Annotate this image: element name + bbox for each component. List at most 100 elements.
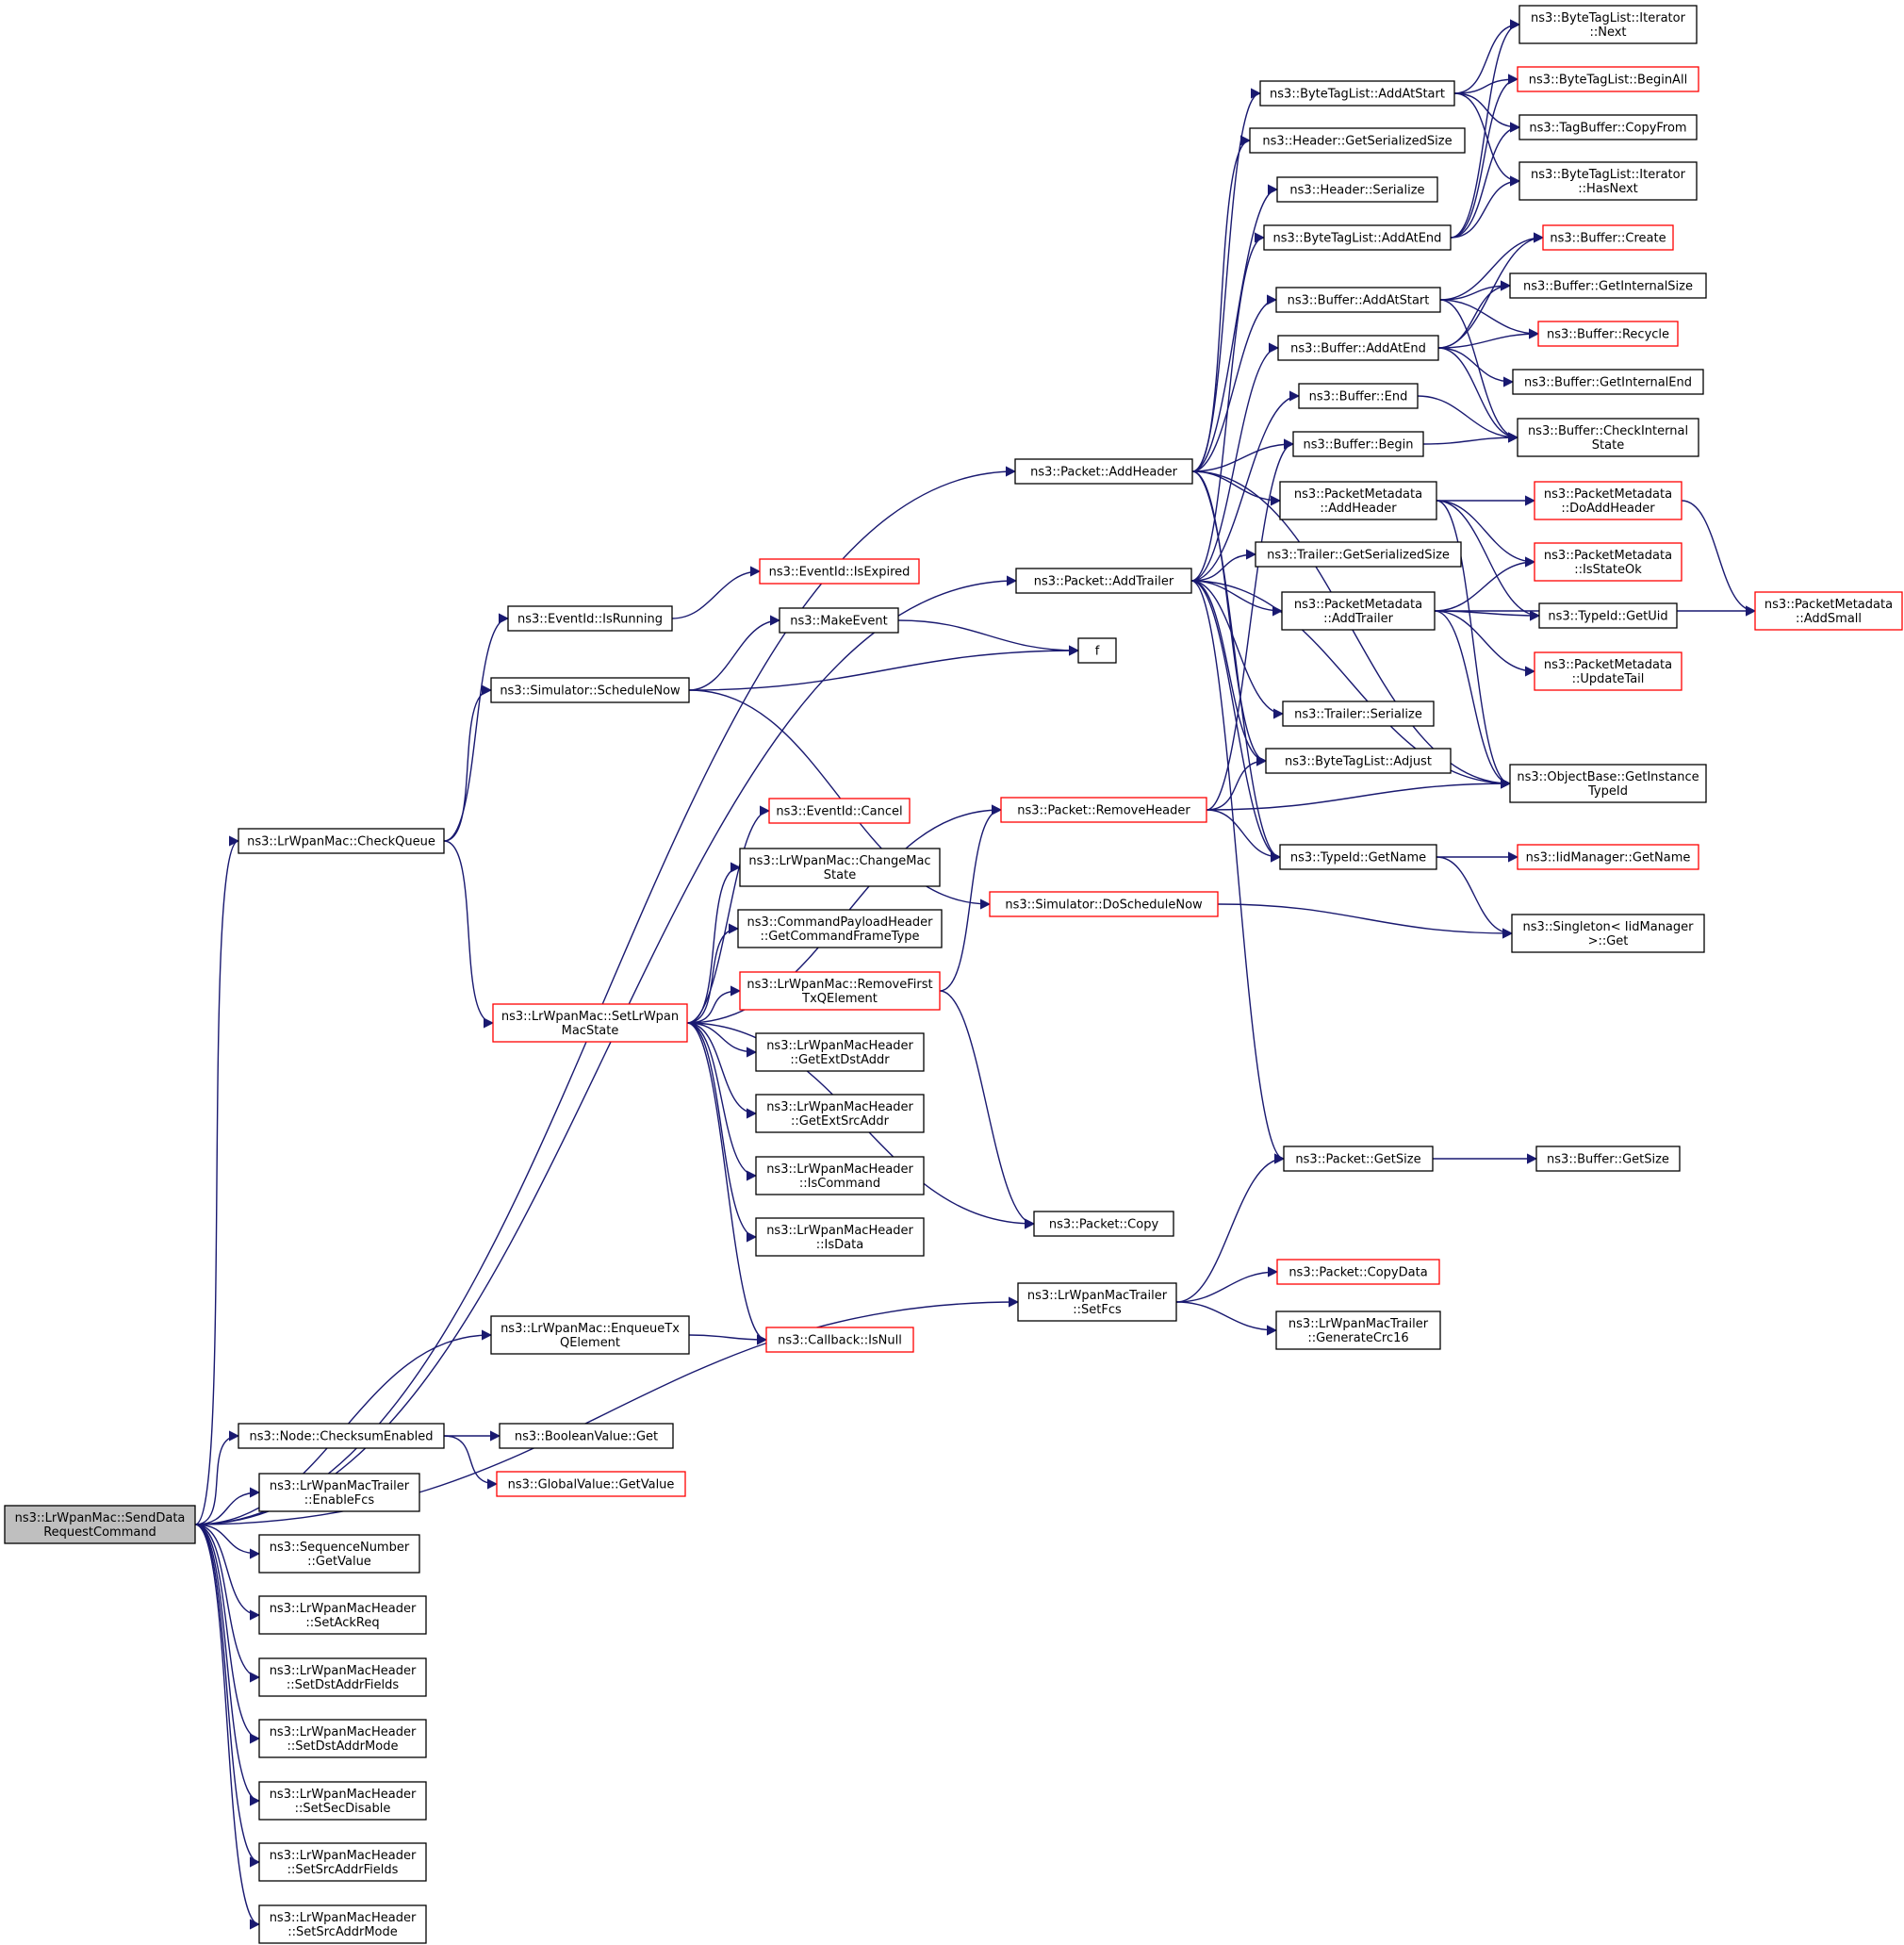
function-node-f[interactable]: f (1077, 637, 1117, 664)
function-node-hdrgetsersize[interactable]: ns3::Header::GetSerializedSize (1249, 127, 1466, 154)
function-node-booleanget[interactable]: ns3::BooleanValue::Get (499, 1423, 674, 1449)
function-node-box (1279, 481, 1437, 520)
function-node-btlbeginall[interactable]: ns3::ByteTagList::BeginAll (1517, 66, 1699, 92)
function-node-label: ns3::Trailer::GetSerializedSize (1267, 549, 1450, 563)
call-edge-root-to-setsrcmode (194, 1524, 261, 1930)
function-node-addtrailer[interactable]: ns3::Packet::AddTrailer (1015, 568, 1192, 594)
function-node-pktcopydata[interactable]: ns3::Packet::CopyData (1276, 1259, 1440, 1285)
function-node-box (1281, 591, 1436, 631)
function-node-isexpired[interactable]: ns3::EventId::IsExpired (759, 558, 920, 585)
function-node-iterhasnext[interactable]: ns3::ByteTagList::Iterator::HasNext (1518, 161, 1698, 201)
function-node-setsrcmode[interactable]: ns3::LrWpanMacHeader::SetSrcAddrMode (258, 1904, 427, 1944)
function-node-tbcopyfrom[interactable]: ns3::TagBuffer::CopyFrom (1518, 114, 1698, 140)
function-node-setdstmode[interactable]: ns3::LrWpanMacHeader::SetDstAddrMode (258, 1719, 427, 1758)
function-node-pmisstateok[interactable]: ns3::PacketMetadata::IsStateOk (1534, 542, 1682, 582)
function-node-box (1275, 1310, 1441, 1350)
function-node-label: QElement (560, 1336, 620, 1350)
function-node-addheader[interactable]: ns3::Packet::AddHeader (1014, 458, 1193, 485)
function-node-setfcs[interactable]: ns3::LrWpanMacTrailer::SetFcs (1017, 1282, 1177, 1322)
function-node-singletonget[interactable]: ns3::Singleton< IidManager>::Get (1511, 914, 1705, 953)
call-edge-setfcs-to-gencrc16 (1175, 1301, 1278, 1336)
function-node-iidgetname[interactable]: ns3::IidManager::GetName (1517, 844, 1699, 870)
function-node-label: ::UpdateTail (1572, 672, 1645, 686)
function-node-label: ::SetDstAddrMode (287, 1739, 399, 1754)
function-node-bufend[interactable]: ns3::Buffer::End (1298, 383, 1419, 409)
function-node-label: ns3::Node::ChecksumEnabled (250, 1430, 434, 1444)
function-node-box (1033, 1211, 1174, 1237)
function-node-removeheader[interactable]: ns3::Packet::RemoveHeader (1000, 797, 1207, 823)
call-edge-checksum-to-globalgetvalue (443, 1435, 499, 1490)
function-node-hdrserialize[interactable]: ns3::Header::Serialize (1276, 176, 1438, 203)
call-edge-addheader-to-bufaddatstart (1191, 294, 1278, 472)
function-node-bufgetinternalend[interactable]: ns3::Buffer::GetInternalEnd (1512, 369, 1704, 395)
function-node-pmaddheader[interactable]: ns3::PacketMetadata::AddHeader (1279, 481, 1437, 520)
function-node-setsrcfields[interactable]: ns3::LrWpanMacHeader::SetSrcAddrFields (258, 1842, 427, 1882)
function-node-btladdatstart[interactable]: ns3::ByteTagList::AddAtStart (1259, 80, 1455, 107)
call-edge-root-to-setsrcfields (194, 1524, 261, 1868)
function-node-trserialize[interactable]: ns3::Trailer::Serialize (1282, 701, 1435, 727)
function-node-getextsrc[interactable]: ns3::LrWpanMacHeader::GetExtSrcAddr (755, 1094, 925, 1133)
function-node-pmdoaddheader[interactable]: ns3::PacketMetadata::DoAddHeader (1534, 481, 1682, 520)
function-node-label: ns3::LrWpanMac::RemoveFirst (747, 978, 932, 992)
function-node-globalgetvalue[interactable]: ns3::GlobalValue::GetValue (496, 1471, 686, 1497)
call-edge-addheader-to-hdrserialize (1191, 184, 1279, 472)
function-node-iternext[interactable]: ns3::ByteTagList::Iterator::Next (1518, 5, 1698, 44)
function-node-trgetsersize[interactable]: ns3::Trailer::GetSerializedSize (1255, 541, 1462, 568)
function-node-btladdatend[interactable]: ns3::ByteTagList::AddAtEnd (1263, 224, 1452, 251)
function-node-label: ns3::ByteTagList::Iterator (1531, 168, 1686, 182)
function-node-cancel[interactable]: ns3::EventId::Cancel (768, 798, 911, 824)
call-edge-schedulenow-to-makeevent (688, 615, 781, 691)
function-node-label: ns3::LrWpanMacHeader (766, 1224, 913, 1238)
function-node-isrunning[interactable]: ns3::EventId::IsRunning (507, 605, 673, 632)
function-node-box (1249, 127, 1466, 154)
call-edge-pmaddtrailer-to-pmupdatetail (1434, 610, 1536, 677)
function-node-bufcreate[interactable]: ns3::Buffer::Create (1542, 224, 1674, 251)
function-node-bufrecycle[interactable]: ns3::Buffer::Recycle (1537, 321, 1679, 347)
function-node-copy[interactable]: ns3::Packet::Copy (1033, 1211, 1174, 1237)
function-node-setdstfields[interactable]: ns3::LrWpanMacHeader::SetDstAddrFields (258, 1657, 427, 1697)
function-node-isdata[interactable]: ns3::LrWpanMacHeader::IsData (755, 1217, 925, 1257)
function-node-getextdst[interactable]: ns3::LrWpanMacHeader::GetExtDstAddr (755, 1032, 925, 1072)
function-node-getcmdframetype[interactable]: ns3::CommandPayloadHeader::GetCommandFra… (737, 909, 943, 948)
function-node-typeidgetname[interactable]: ns3::TypeId::GetName (1279, 844, 1437, 870)
function-node-pktgetsize[interactable]: ns3::Packet::GetSize (1283, 1146, 1434, 1172)
function-node-makeevent[interactable]: ns3::MakeEvent (779, 607, 899, 634)
function-node-pmaddsmall[interactable]: ns3::PacketMetadata::AddSmall (1754, 591, 1903, 631)
function-node-label: >::Get (1588, 934, 1629, 948)
function-node-isnull[interactable]: ns3::Callback::IsNull (765, 1327, 914, 1353)
function-node-btladjust[interactable]: ns3::ByteTagList::Adjust (1265, 748, 1452, 774)
function-node-checkqueue[interactable]: ns3::LrWpanMac::CheckQueue (238, 828, 445, 854)
function-node-iscommand[interactable]: ns3::LrWpanMacHeader::IsCommand (755, 1156, 925, 1195)
function-node-checksum[interactable]: ns3::Node::ChecksumEnabled (238, 1423, 445, 1449)
function-node-bufgetsize[interactable]: ns3::Buffer::GetSize (1535, 1146, 1681, 1172)
function-node-pmaddtrailer[interactable]: ns3::PacketMetadata::AddTrailer (1281, 591, 1436, 631)
function-node-enablefcs[interactable]: ns3::LrWpanMacTrailer::EnableFcs (258, 1473, 420, 1512)
function-node-bufaddatend[interactable]: ns3::Buffer::AddAtEnd (1277, 335, 1439, 361)
function-node-bufbegin[interactable]: ns3::Buffer::Begin (1292, 431, 1424, 457)
call-edge-addtrailer-to-pmaddtrailer (1190, 580, 1284, 617)
function-node-bufaddatstart[interactable]: ns3::Buffer::AddAtStart (1275, 287, 1441, 313)
function-node-doschedulenow[interactable]: ns3::Simulator::DoScheduleNow (989, 891, 1219, 917)
function-node-bufgetinternalsize[interactable]: ns3::Buffer::GetInternalSize (1509, 272, 1707, 299)
function-node-box (258, 1842, 427, 1882)
function-node-seqgetvalue[interactable]: ns3::SequenceNumber::GetValue (258, 1534, 420, 1574)
function-node-schedulenow[interactable]: ns3::Simulator::ScheduleNow (490, 677, 690, 703)
function-node-setsecdisable[interactable]: ns3::LrWpanMacHeader::SetSecDisable (258, 1781, 427, 1821)
function-node-gencrc16[interactable]: ns3::LrWpanMacTrailer::GenerateCrc16 (1275, 1310, 1441, 1350)
function-node-typeidgetuid[interactable]: ns3::TypeId::GetUid (1538, 602, 1678, 629)
call-edge-btladdatstart-to-tbcopyfrom (1453, 92, 1521, 133)
function-node-label: ::Next (1589, 25, 1626, 40)
call-edge-setstate-to-iscommand (686, 1022, 758, 1181)
function-node-pmupdatetail[interactable]: ns3::PacketMetadata::UpdateTail (1534, 651, 1682, 691)
function-node-label: ::SetSrcAddrFields (287, 1863, 399, 1877)
function-node-setackreq[interactable]: ns3::LrWpanMacHeader::SetAckReq (258, 1595, 427, 1635)
function-node-label: State (824, 868, 856, 882)
